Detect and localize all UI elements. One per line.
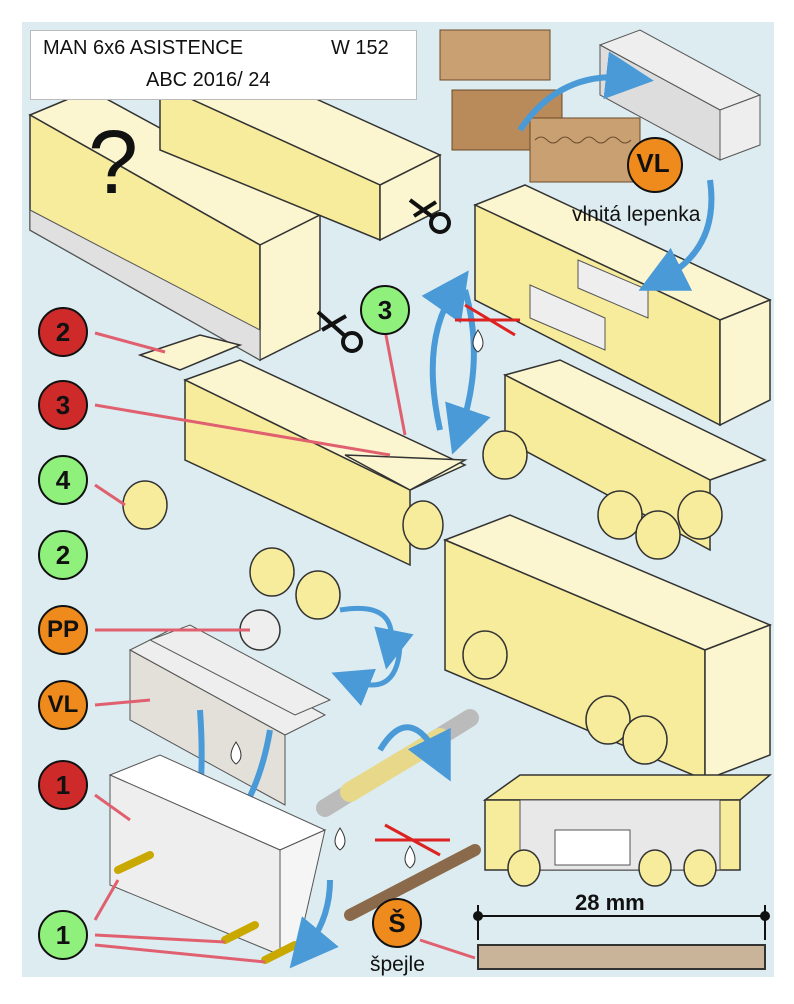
arrow-down-3	[289, 879, 339, 969]
badge-orange-vl: VL	[38, 680, 88, 730]
badge-orange-pp: PP	[38, 605, 88, 655]
wheels-center	[122, 480, 444, 651]
skewer-stick	[344, 844, 481, 921]
question-mark: ?	[88, 113, 139, 213]
corrugated-cardboard-photo	[439, 29, 641, 183]
badge-red-2: 2	[38, 307, 88, 357]
base-box	[108, 754, 327, 956]
badge-green-3: 3	[360, 285, 410, 335]
assembled-truck	[442, 514, 773, 782]
flip-arrow-up	[421, 270, 469, 431]
arrow-cardboard	[517, 51, 654, 132]
glue-drop-icon	[404, 845, 416, 869]
roll-arrow	[377, 724, 451, 782]
badge-green-1: 1	[38, 910, 88, 960]
skewer-label: špejle	[370, 953, 425, 976]
chassis-center	[137, 334, 468, 567]
cab-body-unknown	[28, 89, 322, 362]
no-glue-cross	[455, 303, 520, 337]
skewer-measure-bar	[477, 944, 766, 970]
tire-strip-arrow	[339, 605, 414, 670]
glue-drop-icon	[230, 741, 242, 765]
tire-strip-arrow-2	[331, 639, 403, 706]
badge-orange-s: Š	[372, 898, 422, 948]
badge-green-4: 4	[38, 455, 88, 505]
title-code: W 152	[331, 37, 389, 59]
title-box: MAN 6x6 ASISTENCE W 152 ABC 2016/ 24	[30, 30, 417, 100]
scissors-icon	[316, 310, 363, 353]
title-model: MAN 6x6 ASISTENCE	[43, 37, 244, 59]
cab-with-inserts	[473, 184, 772, 427]
chassis-right	[482, 359, 767, 560]
badge-red-1: 1	[38, 760, 88, 810]
arrow-insert	[638, 179, 715, 291]
no-glue-cross-2	[375, 823, 450, 857]
dimension-label: 28 mm	[575, 890, 645, 915]
glue-drop-icon	[472, 329, 484, 353]
dimension-line	[473, 905, 770, 940]
leader-lines	[93, 329, 476, 964]
glue-drop-icon	[334, 827, 346, 851]
vl-badge-top	[627, 137, 683, 193]
corrugated-label: vlnitá lepenka	[572, 203, 701, 226]
title-issue: ABC 2016/ 24	[146, 69, 271, 91]
badge-orange-vl-top: VL	[636, 147, 670, 178]
badge-green-2: 2	[38, 530, 88, 580]
underside-view	[482, 774, 773, 887]
badge-red-3: 3	[38, 380, 88, 430]
scissors-icon	[408, 198, 451, 234]
